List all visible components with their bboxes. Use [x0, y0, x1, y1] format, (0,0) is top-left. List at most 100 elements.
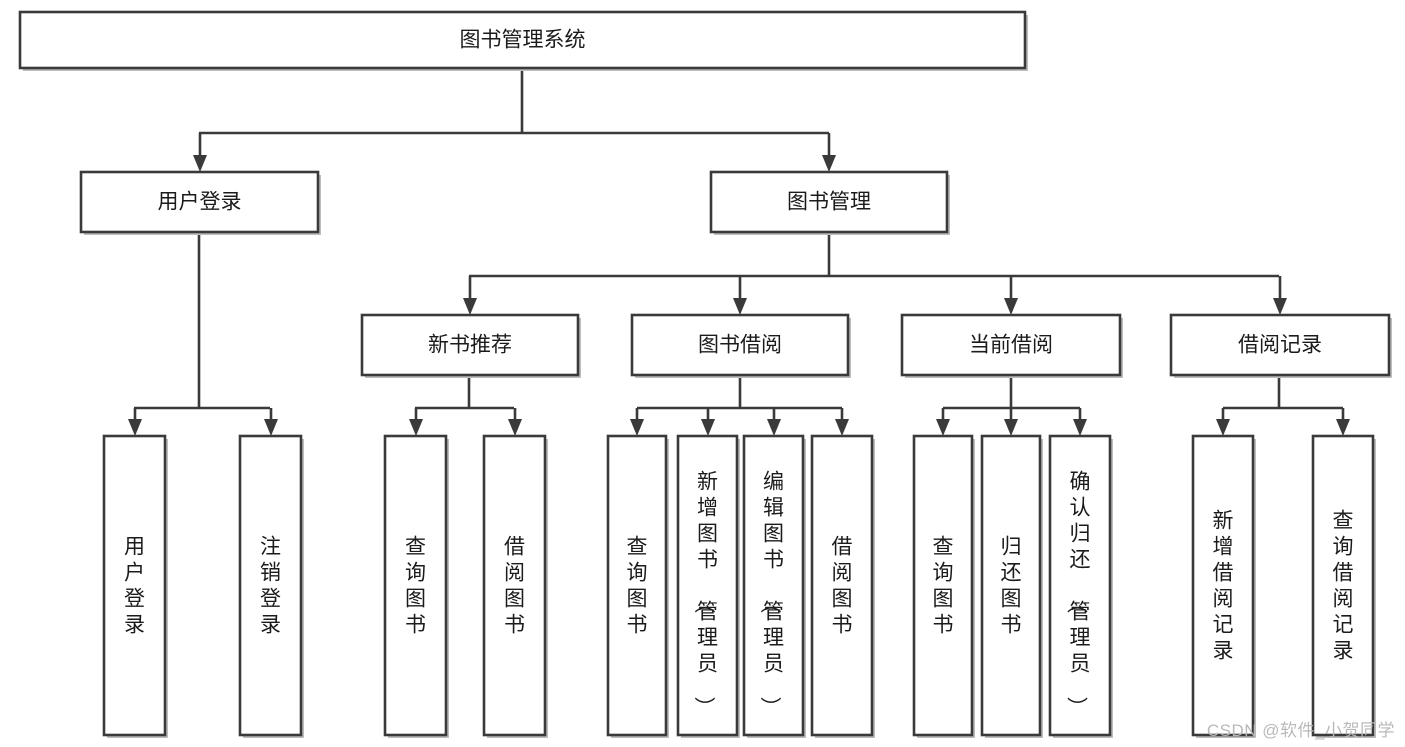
nodes-layer: 图书管理系统用户登录图书管理新书推荐图书借阅当前借阅借阅记录用户登录注销登录查询… — [18, 10, 1392, 738]
connector-user-login-to-leaf-user-login — [128, 408, 142, 436]
node-box — [1048, 434, 1112, 737]
arrow-head-icon — [1004, 298, 1018, 315]
node-book-manage[interactable]: 图书管理 — [709, 170, 950, 235]
connector-user-login-to-leaf-user-logout — [264, 408, 278, 436]
arrow-head-icon — [1004, 419, 1018, 436]
arrow-head-icon — [1073, 419, 1087, 436]
node-box — [980, 434, 1042, 737]
node-box — [383, 434, 448, 737]
node-current-borrow[interactable]: 当前借阅 — [900, 313, 1123, 378]
connector-bus-current-borrow — [943, 375, 1080, 410]
node-box — [606, 434, 668, 737]
node-label: 查询图书 — [405, 536, 426, 637]
node-box — [1191, 434, 1255, 737]
connector-bus-new-book — [415, 375, 514, 410]
connector-root-to-book-manage — [822, 133, 836, 172]
node-label: 查询借阅记录 — [1333, 510, 1354, 663]
connector-current-borrow-to-leaf-return-book — [1004, 408, 1018, 436]
connector-borrow-record-to-leaf-query-record — [1336, 408, 1350, 436]
node-leaf-query-book-1[interactable]: 查询图书 — [383, 434, 449, 738]
node-box — [742, 434, 805, 737]
connector-book-borrow-to-leaf-add-book — [701, 408, 715, 436]
arrow-head-icon — [936, 419, 950, 436]
connector-borrow-record-to-leaf-add-record — [1216, 408, 1230, 436]
node-leaf-query-record[interactable]: 查询借阅记录 — [1311, 434, 1376, 738]
connector-current-borrow-to-leaf-query-book-3 — [936, 408, 950, 436]
node-label: 借阅记录 — [1238, 334, 1322, 357]
arrow-head-icon — [1273, 298, 1287, 315]
node-book-borrow[interactable]: 图书借阅 — [630, 313, 851, 378]
arrow-head-icon — [630, 419, 644, 436]
node-leaf-return-book[interactable]: 归还图书 — [980, 434, 1043, 738]
arrow-head-icon — [1216, 419, 1230, 436]
node-box — [709, 170, 949, 234]
node-box — [360, 313, 580, 377]
node-box — [79, 170, 320, 234]
arrow-head-icon — [409, 419, 423, 436]
node-label: 新书推荐 — [428, 334, 512, 357]
node-box — [900, 313, 1122, 377]
connector-current-borrow-to-leaf-confirm-return — [1073, 408, 1087, 436]
node-label: 查询图书 — [933, 536, 954, 637]
arrow-head-icon — [508, 419, 522, 436]
node-label: 图书借阅 — [698, 334, 782, 357]
node-leaf-add-book[interactable]: 新增图书（管理员） — [676, 434, 740, 738]
node-user-login[interactable]: 用户登录 — [79, 170, 321, 235]
node-box — [482, 434, 547, 737]
arrow-head-icon — [701, 419, 715, 436]
connector-new-book-rec-to-leaf-query-book-1 — [409, 408, 423, 436]
connector-bus-book-borrow — [637, 375, 842, 410]
arrow-head-icon — [1336, 419, 1350, 436]
connector-book-manage-to-new-book-rec — [463, 276, 477, 315]
node-box — [1311, 434, 1375, 737]
connector-book-borrow-to-leaf-edit-book — [767, 408, 781, 436]
connector-bus-level2 — [469, 232, 1279, 278]
node-box — [630, 313, 850, 377]
node-leaf-user-logout[interactable]: 注销登录 — [238, 434, 304, 738]
node-box — [1169, 313, 1391, 377]
node-leaf-add-record[interactable]: 新增借阅记录 — [1191, 434, 1256, 738]
node-label: 用户登录 — [158, 191, 242, 214]
node-label: 当前借阅 — [969, 334, 1053, 357]
node-label: 借阅图书 — [504, 536, 525, 637]
edges-layer — [128, 68, 1350, 436]
connector-new-book-rec-to-leaf-borrow-book-1 — [508, 408, 522, 436]
node-label: 用户登录 — [124, 536, 145, 637]
node-label: 新增借阅记录 — [1213, 510, 1234, 663]
connector-bus-borrow-record — [1223, 375, 1343, 410]
node-borrow-record[interactable]: 借阅记录 — [1169, 313, 1392, 378]
node-leaf-user-login[interactable]: 用户登录 — [102, 434, 168, 738]
node-leaf-confirm-return[interactable]: 确认归还（管理员） — [1048, 434, 1113, 738]
arrow-head-icon — [264, 419, 278, 436]
watermark-text: CSDN @软件_小贺同学 — [1206, 721, 1395, 740]
node-leaf-query-book-3[interactable]: 查询图书 — [912, 434, 975, 738]
node-leaf-borrow-book-1[interactable]: 借阅图书 — [482, 434, 548, 738]
node-new-book-rec[interactable]: 新书推荐 — [360, 313, 581, 378]
arrow-head-icon — [463, 298, 477, 315]
node-leaf-edit-book[interactable]: 编辑图书（管理员） — [742, 434, 806, 738]
node-label: 图书管理 — [787, 191, 871, 214]
node-label: 借阅图书 — [832, 536, 853, 637]
arrow-head-icon — [733, 298, 747, 315]
arrow-head-icon — [822, 155, 836, 172]
node-leaf-borrow-book-2[interactable]: 借阅图书 — [810, 434, 875, 738]
node-leaf-query-book-2[interactable]: 查询图书 — [606, 434, 669, 738]
node-label: 新增图书（管理员） — [692, 471, 718, 718]
connector-bus-user-login — [134, 232, 270, 410]
node-box — [912, 434, 974, 737]
connector-book-manage-to-current-borrow — [1004, 276, 1018, 315]
node-root[interactable]: 图书管理系统 — [18, 10, 1028, 71]
node-label: 编辑图书（管理员） — [758, 471, 784, 718]
arrow-head-icon — [767, 419, 781, 436]
connector-bus-root — [199, 68, 829, 135]
node-box — [676, 434, 739, 737]
node-box — [238, 434, 303, 737]
connector-book-borrow-to-leaf-borrow-book-2 — [835, 408, 849, 436]
node-label: 归还图书 — [1001, 536, 1022, 637]
arrow-head-icon — [835, 419, 849, 436]
connector-root-to-user-login — [193, 133, 207, 172]
node-label: 注销登录 — [260, 536, 281, 637]
connector-book-manage-to-book-borrow — [733, 276, 747, 315]
